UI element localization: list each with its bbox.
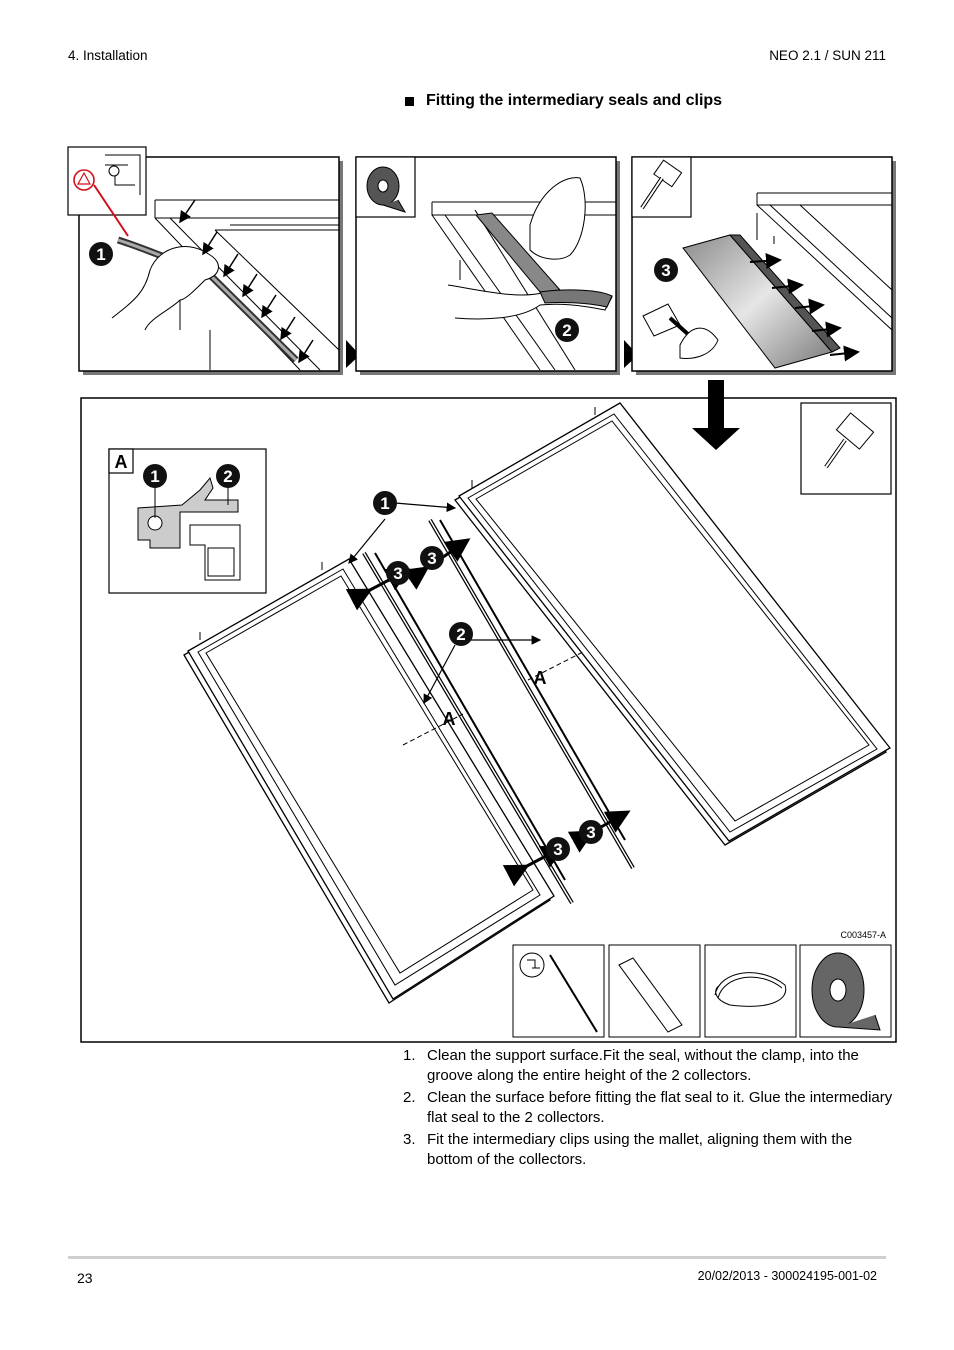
list-item: 1. Clean the support surface.Fit the sea… <box>403 1047 859 1084</box>
callout-3-main-a: 3 <box>393 564 402 583</box>
figure-reference: C003457-A <box>840 930 886 940</box>
bullet-square-icon <box>405 96 414 106</box>
section-a-label-lower: A <box>443 709 456 729</box>
callout-badges: 1 2 3 1 2 1 3 3 2 3 3 A A A <box>89 242 678 861</box>
page-number: 23 <box>77 1270 93 1286</box>
assembly-diagram <box>80 397 897 1043</box>
step-text: Fit the intermediary clips using the mal… <box>427 1131 853 1168</box>
document-reference: 20/02/2013 - 300024195-001-02 <box>697 1269 877 1283</box>
step2-panel <box>355 156 638 375</box>
callout-1-detail: 1 <box>150 467 159 486</box>
callout-3-main-b: 3 <box>427 549 436 568</box>
section-title: Fitting the intermediary seals and clips <box>426 92 723 109</box>
list-item: 2. Clean the surface before fitting the … <box>403 1089 893 1126</box>
callout-1-main: 1 <box>380 494 389 513</box>
step-text: Clean the surface before fitting the fla… <box>427 1089 893 1126</box>
callout-3-main-c: 3 <box>553 840 562 859</box>
step-text: Clean the support surface.Fit the seal, … <box>427 1047 859 1084</box>
callout-2-panel: 2 <box>562 321 571 340</box>
down-arrow-icon <box>692 380 740 450</box>
list-item: 3. Fit the intermediary clips using the … <box>403 1131 853 1168</box>
instruction-list: 1. Clean the support surface.Fit the sea… <box>403 1046 893 1172</box>
step3-panel <box>631 156 896 375</box>
step1-panel <box>67 146 360 375</box>
callout-1-panel: 1 <box>96 245 105 264</box>
callout-2-main: 2 <box>456 625 465 644</box>
callout-3-panel: 3 <box>661 261 670 280</box>
footer-divider <box>68 1256 886 1259</box>
callout-3-main-d: 3 <box>586 823 595 842</box>
section-a-label-upper: A <box>534 668 547 688</box>
installation-illustration: 1 2 3 1 2 1 3 3 2 3 3 A A A C003457-A <box>67 146 897 1043</box>
detail-a-label: A <box>115 452 128 472</box>
callout-2-detail: 2 <box>223 467 232 486</box>
section-heading: Fitting the intermediary seals and clips <box>405 92 722 110</box>
header-chapter: 4. Installation <box>68 48 148 63</box>
header-product: NEO 2.1 / SUN 211 <box>769 48 886 63</box>
